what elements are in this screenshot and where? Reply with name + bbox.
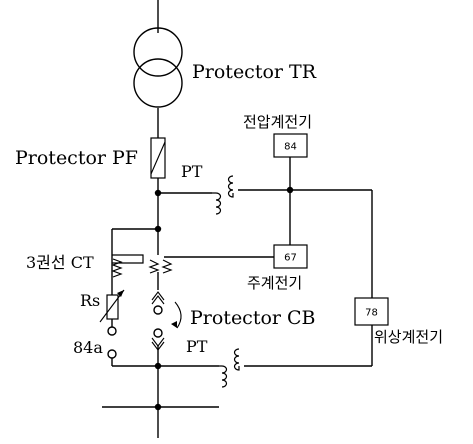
lower-pt-primary-coil [219,365,228,388]
protector-tr-label: Protector TR [192,61,317,83]
junction-dots [154,186,294,411]
three-winding-ct-symbol [111,254,173,278]
upper-pt-label: PT [181,162,203,181]
main-relay-box [273,244,308,269]
voltage-relay-box-label: 84 [284,142,297,153]
aux-84a-contact-bottom [107,349,117,359]
voltage-relay-label: 전압계전기 [243,113,312,131]
aux-84a-label: 84a [73,338,103,357]
voltage-relay-box [273,133,308,158]
upper-pt-secondary-coil [227,175,234,198]
rs-label: Rs [80,291,100,310]
main-relay-box-label: 67 [284,253,297,264]
phase-relay-box [354,297,389,326]
ct-label: 3권선 CT [26,253,94,272]
protector-transformer-symbol [133,27,183,108]
protector-cb-label: Protector CB [190,307,316,329]
aux-84a-contact-top [107,326,117,336]
phase-relay-label: 위상계전기 [374,328,443,346]
lower-pt-label: PT [186,337,208,356]
rs-resistor-symbol [106,294,119,320]
upper-pt-primary-coil [212,192,222,215]
protector-pf-label: Protector PF [15,147,138,169]
protector-cb-symbol [151,291,182,351]
phase-relay-box-label: 78 [365,308,378,319]
main-relay-label: 주계전기 [247,274,302,292]
lower-pt-secondary-coil [233,348,240,371]
